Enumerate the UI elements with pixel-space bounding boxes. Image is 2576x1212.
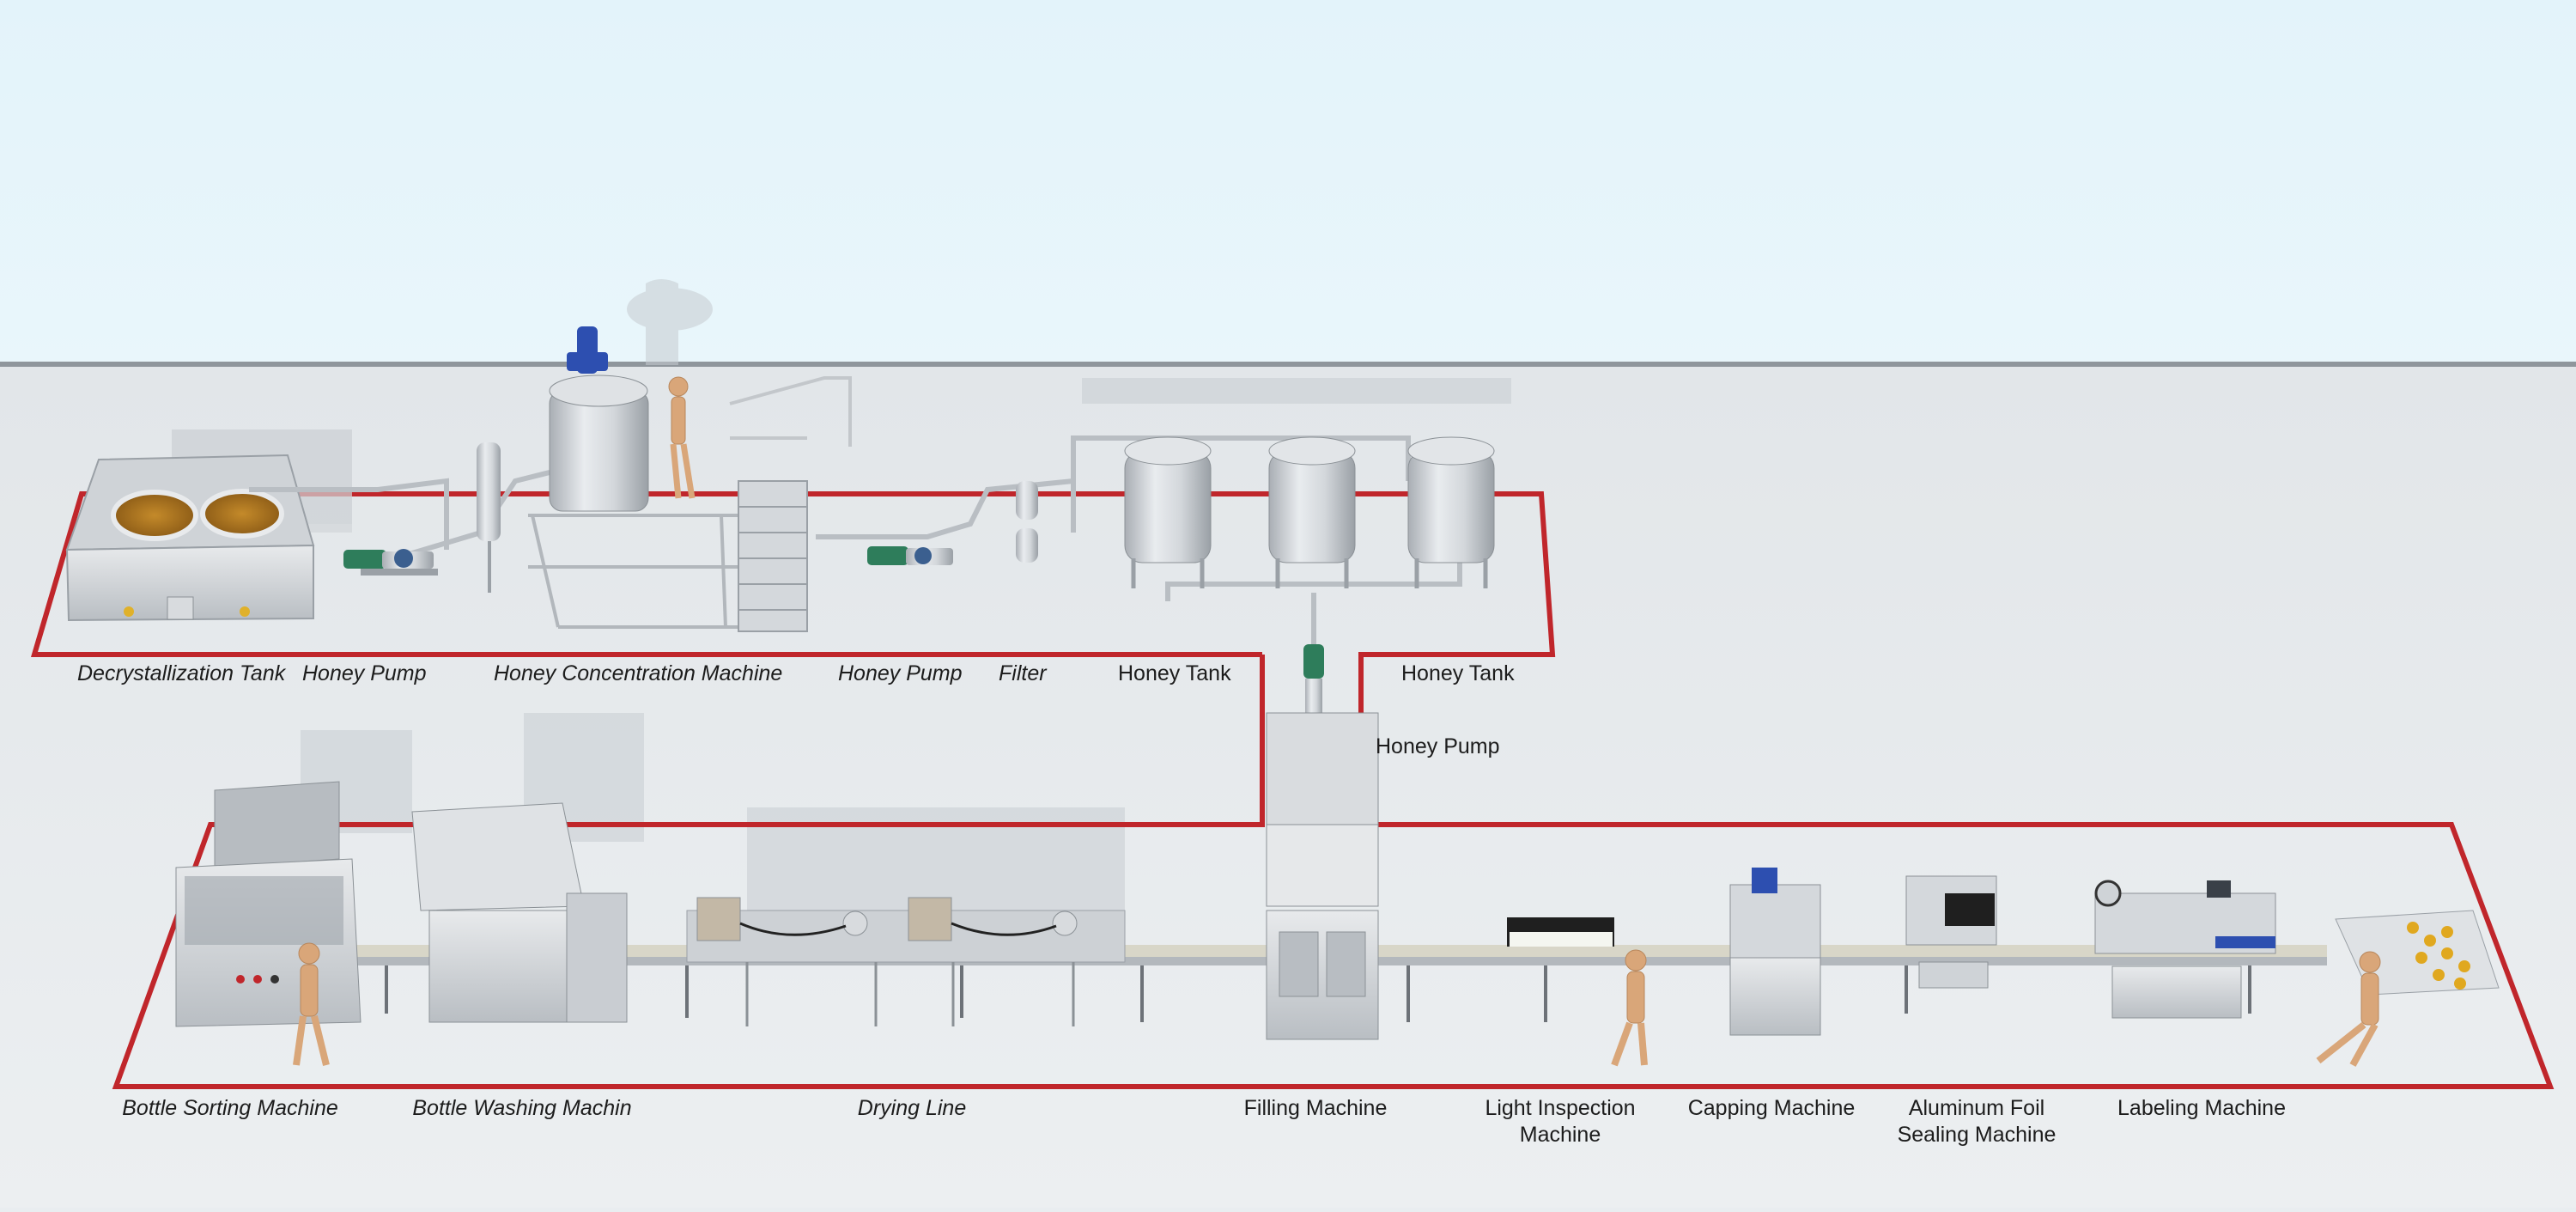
label-bottle-sorting-machine: Bottle Sorting Machine	[122, 1095, 338, 1122]
output-table	[2335, 910, 2500, 996]
label-line: Aluminum Foil	[1908, 1096, 2045, 1120]
operator-figure	[2316, 951, 2381, 1067]
back-wall	[0, 0, 2576, 365]
label-capping-machine: Capping Machine	[1688, 1095, 1856, 1122]
label-filter: Filter	[999, 661, 1047, 685]
label-aluminum-foil-sealing-machine: Aluminum Foil Sealing Machine	[1898, 1095, 2057, 1148]
label-line: Capping Machine	[1687, 1096, 1856, 1120]
label-line: Drying Line	[857, 1096, 967, 1120]
label-drying-line: Drying Line	[858, 1095, 966, 1122]
operator-figure	[1611, 949, 1648, 1067]
label-honey-pump: Honey Pump	[302, 661, 427, 685]
decrystallization-tank	[65, 429, 352, 622]
aluminum-foil-sealing-machine-equipment	[1905, 875, 1997, 989]
label-line: Filling Machine	[1243, 1096, 1388, 1120]
labeling-machine-equipment	[2094, 880, 2276, 1019]
label-bottle-washing-machine: Bottle Washing Machin	[412, 1095, 631, 1122]
label-line: Bottle Sorting Machine	[122, 1096, 338, 1120]
label-light-inspection-machine: Light Inspection Machine	[1485, 1095, 1635, 1148]
drying-line-equipment	[686, 897, 1126, 1026]
label-filling-machine: Filling Machine	[1244, 1095, 1388, 1122]
capping-machine-equipment	[1729, 868, 1821, 1036]
honey-concentration-machine-equipment	[477, 326, 852, 632]
label-honey-tank: Honey Tank	[1118, 661, 1231, 685]
label-line: Light Inspection	[1485, 1096, 1636, 1120]
wall-baseboard	[0, 362, 2576, 367]
honey-pump-1-equipment	[343, 549, 438, 576]
label-line: Machine	[1519, 1123, 1601, 1147]
label-honey-concentration-machine: Honey Concentration Machine	[494, 661, 783, 685]
filter-equipment	[1016, 481, 1038, 563]
operator-figure	[293, 942, 330, 1066]
label-labeling-machine: Labeling Machine	[2117, 1095, 2286, 1122]
label-line: Bottle Washing Machin	[412, 1096, 632, 1120]
label-decrystallization-tank: Decrystallization Tank	[77, 661, 286, 685]
honey-pump-2-equipment	[867, 546, 953, 565]
label-honey-pump: Honey Pump	[1376, 734, 1500, 758]
label-honey-tank: Honey Tank	[1401, 661, 1515, 685]
honey-tanks	[1124, 436, 1495, 588]
bottle-washing-machine-equipment	[411, 802, 628, 1023]
filling-machine-equipment	[1266, 712, 1379, 1040]
label-honey-pump: Honey Pump	[838, 661, 963, 685]
operator-figures	[293, 376, 2381, 1067]
label-line: Sealing Machine	[1897, 1123, 2057, 1147]
label-line: Labeling Machine	[2117, 1096, 2286, 1120]
light-inspection-machine-equipment	[1507, 917, 1614, 947]
operator-figure	[668, 376, 696, 499]
